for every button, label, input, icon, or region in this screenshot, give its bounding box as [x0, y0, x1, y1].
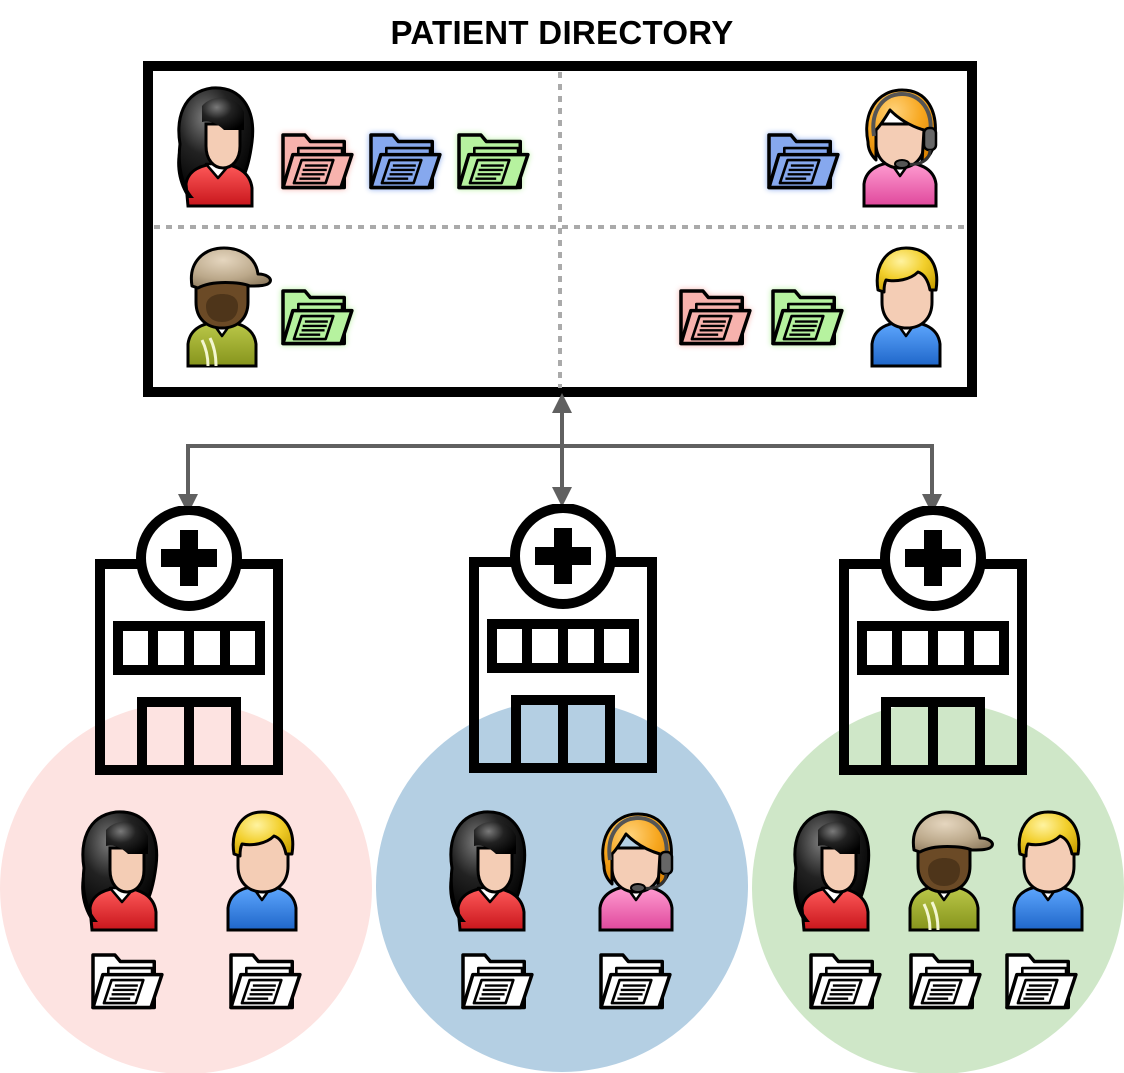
arrow-to-hospital-red [188, 446, 562, 504]
patient-woman-headset-avatar [600, 814, 672, 930]
patient-man-blonde-avatar [1014, 812, 1082, 930]
connector-lines [188, 403, 932, 504]
patient-man-blonde-avatar [872, 248, 940, 366]
patient-woman-black-hair-avatar [177, 88, 252, 206]
folder-icon[interactable] [459, 135, 528, 188]
folder-icon[interactable] [283, 291, 352, 344]
folder-icon[interactable] [371, 135, 440, 188]
folder-icon[interactable] [231, 955, 300, 1008]
patient-woman-black-hair-avatar [793, 812, 868, 930]
folder-icon[interactable] [93, 955, 162, 1008]
patient-man-blonde-avatar [228, 812, 296, 930]
folder-icon[interactable] [681, 291, 750, 344]
patient-directory [148, 66, 972, 392]
folder-icon[interactable] [911, 955, 980, 1008]
hospital-green-patients [793, 812, 1082, 1008]
patient-woman-headset-avatar [864, 90, 936, 206]
folder-icon[interactable] [769, 135, 838, 188]
folder-icon[interactable] [773, 291, 842, 344]
folder-icon[interactable] [811, 955, 880, 1008]
folder-icon[interactable] [601, 955, 670, 1008]
folder-icon[interactable] [463, 955, 532, 1008]
patient-woman-black-hair-avatar [81, 812, 156, 930]
folder-icon[interactable] [283, 135, 352, 188]
patient-woman-black-hair-avatar [449, 812, 524, 930]
folder-icon[interactable] [1007, 955, 1076, 1008]
arrow-to-hospital-green [562, 446, 932, 504]
